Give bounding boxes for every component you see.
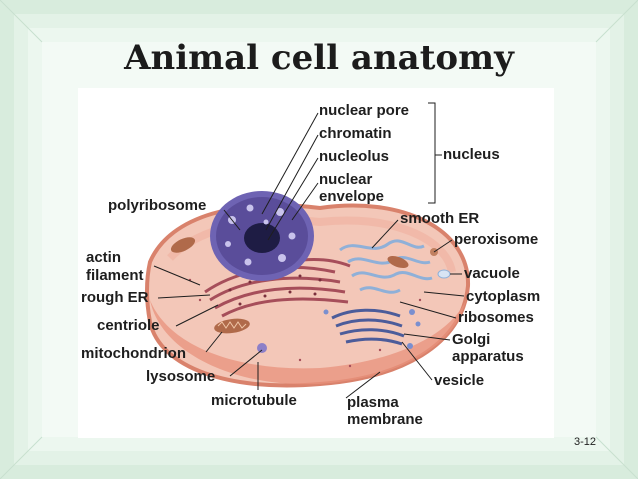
label-golgi-line2: apparatus — [452, 348, 524, 365]
label-nucleus: nucleus — [443, 146, 500, 163]
label-nuclear-pore: nuclear pore — [319, 102, 410, 119]
label-vesicle: vesicle — [434, 372, 485, 389]
label-lysosome: lysosome — [146, 368, 216, 385]
lysosome-shape — [257, 343, 267, 353]
golgi-shape — [331, 308, 405, 346]
label-actin-filament-line2: filament — [86, 267, 144, 284]
label-nuclear-envelope-line1: nuclear — [319, 171, 373, 188]
mitochondrion-shape — [170, 237, 409, 334]
leader-lines — [153, 102, 465, 399]
slide-title: Animal cell anatomy — [124, 38, 514, 78]
label-actin-filament-line1: actin — [86, 249, 122, 266]
vacuole-shape — [437, 269, 451, 279]
label-plasma-membrane-line2: membrane — [347, 411, 423, 428]
label-nucleolus: nucleolus — [319, 148, 390, 165]
label-ribosomes: ribosomes — [458, 309, 534, 326]
label-nuclear-envelope-line2: envelope — [319, 188, 385, 205]
label-centriole: centriole — [97, 317, 160, 334]
label-chromatin: chromatin — [319, 125, 392, 142]
label-microtubule: microtubule — [211, 392, 297, 409]
slide-number: 3-12 — [574, 436, 597, 448]
label-vacuole: vacuole — [464, 265, 520, 282]
nucleus-shape — [210, 191, 314, 281]
cell-bottom-face — [150, 300, 466, 385]
label-rough-er: rough ER — [81, 289, 149, 306]
label-plasma-membrane-line1: plasma — [347, 394, 399, 411]
label-golgi-line1: Golgi — [452, 331, 491, 348]
label-mitochondrion: mitochondrion — [81, 345, 186, 362]
label-smooth-er: smooth ER — [400, 210, 480, 227]
label-cytoplasm: cytoplasm — [466, 288, 541, 305]
label-peroxisome: peroxisome — [454, 231, 539, 248]
label-polyribosome: polyribosome — [108, 197, 207, 214]
